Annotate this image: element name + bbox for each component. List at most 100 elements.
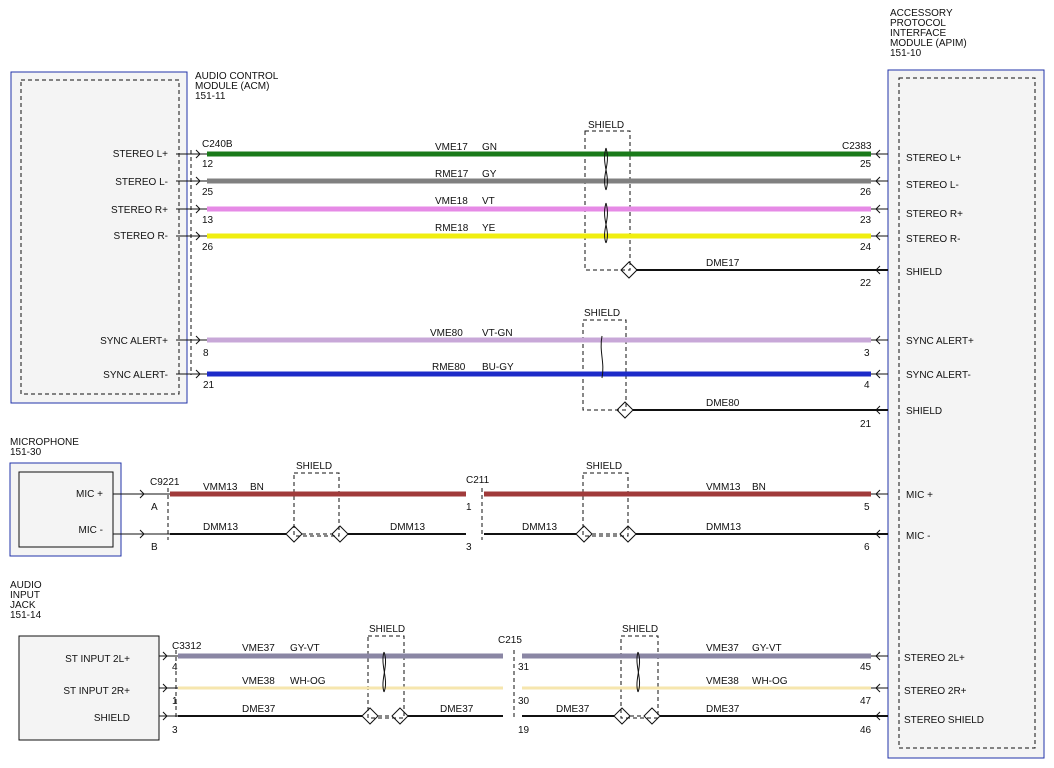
wire-circuit: VME18 [435,196,468,207]
wire-circuit: DME17 [706,258,740,269]
connector-labels: C240B C2383 C9221 C211 C3312 C215 [150,139,872,652]
wire-circuit: DMM13 [706,522,741,533]
apim-pin-label: STEREO 2R+ [904,686,967,697]
mic-pin-label: MIC - [79,525,103,536]
pin-number: 1 [172,696,178,707]
apim-pin-label: STEREO R- [906,234,960,245]
pin-number: 45 [860,662,872,673]
wire-dmm13: DMM13 DMM13 DMM13 DMM13 B 3 6 [113,522,888,553]
wire-color: VT-GN [482,328,513,339]
pin-number: A [151,502,158,513]
acm-pin-label: STEREO L- [115,177,168,188]
pin-number: 26 [860,187,872,198]
apim-pin-labels: STEREO L+ STEREO L- STEREO R+ STEREO R- … [904,153,984,726]
jack-pin-label: ST INPUT 2R+ [63,686,130,697]
pin-number: 3 [864,348,870,359]
mic-pin-labels: MIC + MIC - [76,489,103,536]
wire-circuit: RME80 [432,362,466,373]
wire-circuit: VME80 [430,328,463,339]
pin-number: 19 [518,725,530,736]
wire-color: BN [752,482,766,493]
wire-color: GY-VT [752,643,782,654]
apim-pin-label: STEREO L+ [906,153,961,164]
connector-label: C240B [202,139,233,150]
pin-number: 21 [860,419,872,430]
connector-label: C3312 [172,641,202,652]
acm-module: AUDIO CONTROL MODULE (ACM) 151-11 [10,71,281,404]
mic-title: MICROPHONE 151-30 [10,437,82,458]
pin-number: 25 [202,187,214,198]
connector-label: C2383 [842,141,872,152]
pin-number: 24 [860,242,872,253]
wire-circuit: VMM13 [706,482,741,493]
pin-number: 46 [860,725,872,736]
acm-pin-label: STEREO R+ [111,205,168,216]
audio-input-jack-module: AUDIO INPUT JACK 151-14 [10,580,160,741]
apim-pin-label: MIC + [906,490,933,501]
pin-number: 12 [202,159,214,170]
wire-vme18: VME18 VT 13 23 [176,196,888,226]
wire-circuit: DMM13 [390,522,425,533]
jack-pin-label: SHIELD [94,713,130,724]
pin-number: 6 [864,542,870,553]
jack-title: AUDIO INPUT JACK 151-14 [10,580,44,621]
wire-circuit: VME38 [706,676,739,687]
pin-number: 30 [518,696,530,707]
pin-number: 31 [518,662,530,673]
acm-pin-label: STEREO R- [114,231,168,242]
pin-number: 3 [466,542,472,553]
acm-pin-labels: STEREO L+ STEREO L- STEREO R+ STEREO R- … [100,149,168,381]
wire-color: GY [482,169,497,180]
wire-circuit: VME17 [435,142,468,153]
wire-circuit: DMM13 [203,522,238,533]
pin-number: 4 [864,380,870,391]
apim-pin-label: SHIELD [906,267,942,278]
jack-pin-label: ST INPUT 2L+ [65,654,130,665]
pin-number: 13 [202,215,214,226]
wire-circuit: VME38 [242,676,275,687]
acm-title: AUDIO CONTROL MODULE (ACM) 151-11 [195,71,281,102]
pin-number: 3 [172,725,178,736]
terminal-marks [139,149,881,721]
wire-circuit: RME17 [435,169,469,180]
jack-pin-labels: ST INPUT 2L+ ST INPUT 2R+ SHIELD [63,654,130,724]
pin-number: 8 [203,348,209,359]
wire-rme80: RME80 BU-GY 21 4 [176,362,888,391]
wire-circuit: DME37 [556,704,590,715]
wire-color: GY-VT [290,643,320,654]
wire-dme80: DME80 21 [616,398,888,430]
wire-circuit: DME80 [706,398,740,409]
wire-vmm13: VMM13 BN VMM13 BN A 1 5 [113,482,888,513]
apim-module: ACCESSORY PROTOCOL INTERFACE MODULE (API… [887,8,1045,759]
acm-pin-label: SYNC ALERT- [103,370,168,381]
pin-number: 23 [860,215,872,226]
pin-number: 5 [864,502,870,513]
shield-label: SHIELD [586,461,622,472]
wire-vme17: VME17 GN 12 25 [176,142,888,170]
wire-rme18: RME18 YE 26 24 [176,223,888,253]
pin-number: 1 [466,502,472,513]
apim-pin-label: MIC - [906,531,930,542]
wire-circuit: DME37 [440,704,474,715]
apim-pin-label: SHIELD [906,406,942,417]
wire-rme17: RME17 GY 25 26 [176,169,888,198]
wire-circuit: RME18 [435,223,469,234]
connector-label: C9221 [150,477,180,488]
acm-pin-label: STEREO L+ [113,149,168,160]
pin-number: 25 [860,159,872,170]
wire-circuit: VME37 [706,643,739,654]
wire-color: BU-GY [482,362,514,373]
wire-circuit: DME37 [242,704,276,715]
pin-number: 26 [202,242,214,253]
apim-pin-label: STEREO 2L+ [904,653,965,664]
apim-pin-label: STEREO R+ [906,209,963,220]
apim-title: ACCESSORY PROTOCOL INTERFACE MODULE (API… [890,8,969,59]
wire-color: BN [250,482,264,493]
connector-label: C215 [498,635,522,646]
wire-dme17: DME17 22 [620,258,888,289]
apim-pin-label: STEREO SHIELD [904,715,984,726]
wire-color: WH-OG [290,676,326,687]
mic-pin-label: MIC + [76,489,103,500]
acm-pin-label: SYNC ALERT+ [100,336,168,347]
